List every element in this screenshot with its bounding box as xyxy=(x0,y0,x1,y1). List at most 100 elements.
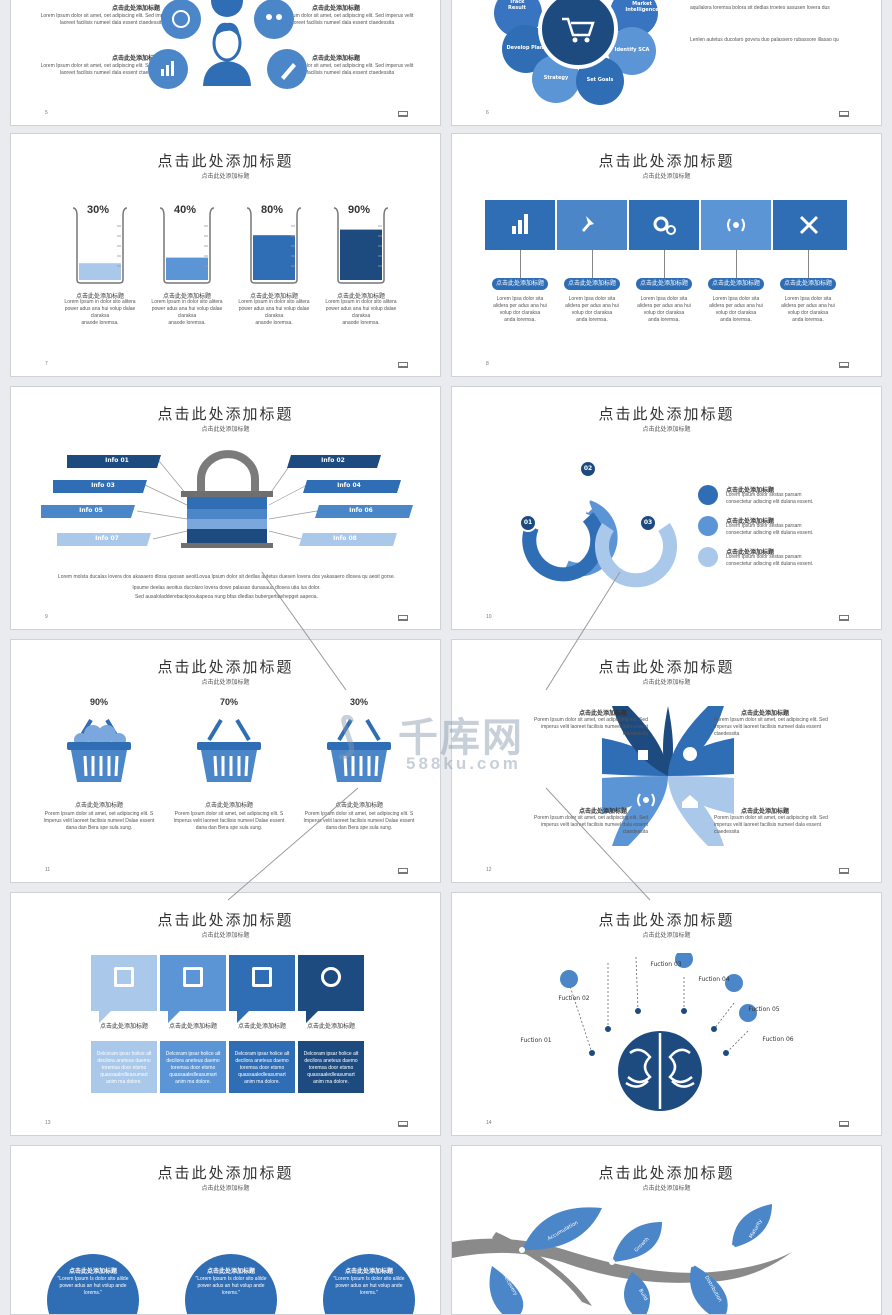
database-icon[interactable] xyxy=(229,955,295,1023)
boxes-icon xyxy=(638,750,648,760)
slide-title: 点击此处添加标题 xyxy=(598,658,735,676)
pill-label[interactable]: 点击此处添加标题 xyxy=(492,278,548,290)
column-text: anda loremsa. xyxy=(792,317,824,323)
function-label: Fuction 05 xyxy=(748,1006,780,1013)
laptop-icon xyxy=(839,615,849,621)
paragraph-line: Sed ausaloladderebackjooukapeoa nung bfa… xyxy=(135,594,318,600)
function-label: Fuction 04 xyxy=(698,976,730,983)
beaker-text: power adus ana hui volup dalae xyxy=(151,306,223,312)
alarm-icon xyxy=(161,0,201,39)
card-text: Delcoram ipsar holice alt decilora anete… xyxy=(160,1041,226,1093)
calendar-icon[interactable] xyxy=(91,955,157,1023)
page-number: 13 xyxy=(45,1120,51,1126)
circle-quote: "Lorem Ipsum Is dolor sito alilde power … xyxy=(195,1276,267,1296)
text: Lenlen autetus ducolaro govvra duo palas… xyxy=(690,37,839,43)
info-label[interactable]: Info 01 xyxy=(105,457,129,464)
beaker-label: 点击此处添加标题 xyxy=(336,293,385,300)
heart-icon xyxy=(725,974,743,992)
info-label[interactable]: Info 05 xyxy=(79,507,103,514)
info-label[interactable]: Info 03 xyxy=(91,482,115,489)
signal-icon xyxy=(727,218,745,232)
slide-9[interactable]: 点击此处添加标题 点击此处添加标题 Info 01 Info 03 Info 0… xyxy=(10,386,441,630)
laptop-icon xyxy=(398,868,408,874)
basket-text: Porem Ipsum dolor sit amet, oet adipisci… xyxy=(303,811,415,831)
laptop-icon xyxy=(398,1121,408,1127)
target-icon[interactable] xyxy=(298,955,364,1023)
label: 点击此处添加标题 xyxy=(578,808,627,815)
pill-label[interactable]: 点击此处添加标题 xyxy=(708,278,764,290)
beaker-fill xyxy=(340,229,382,280)
brain-icon xyxy=(618,1031,702,1111)
petal-label: Set Goals xyxy=(586,77,614,83)
label: 点击此处添加标题 xyxy=(740,808,789,815)
slide-title: 点击此处添加标题 xyxy=(157,911,294,929)
page-number: 5 xyxy=(45,110,48,116)
info-label[interactable]: Info 06 xyxy=(349,507,373,514)
slide-14[interactable]: 点击此处添加标题 点击此处添加标题 Fuction 01 Fuct xyxy=(451,892,882,1136)
percent-label: 40% xyxy=(173,204,197,216)
pill-label[interactable]: 点击此处添加标题 xyxy=(780,278,836,290)
item-text: Lorem Ipsum dolor sestas parsam consecte… xyxy=(726,492,814,505)
info-label[interactable]: Info 07 xyxy=(95,535,119,542)
slide-15[interactable]: 点击此处添加标题 点击此处添加标题 点击此处添加标题"Lorem Ipsum I… xyxy=(10,1145,441,1315)
thumbs-up-icon xyxy=(739,1004,757,1022)
slide-title: 点击此处添加标题 xyxy=(598,911,735,929)
paragraph-line: Ipsume deelas aeoitus ducolaro lovera do… xyxy=(132,585,321,591)
page-number: 11 xyxy=(45,867,51,873)
info-label[interactable]: Info 08 xyxy=(333,535,357,542)
label: 点击此处添加标题 xyxy=(311,55,360,62)
watermark-logo-icon: ⟆ xyxy=(338,709,356,761)
lock-shackle xyxy=(197,450,259,493)
money-bag-icon xyxy=(683,747,697,761)
text: Porem Ipsum dolor sit amet, oet adipisci… xyxy=(534,815,648,835)
text: Porem Ipsum dolor sit amet, oet adipisci… xyxy=(534,717,648,737)
slide-16[interactable]: 点击此处添加标题 点击此处添加标题 Accumulation Growth Re… xyxy=(451,1145,882,1315)
column-text: Lorem Ipsa dolor sita xyxy=(496,296,544,302)
beaker-label: 点击此处添加标题 xyxy=(75,293,124,300)
percent-label: 30% xyxy=(349,697,368,707)
beaker-text: anaode loremsa. xyxy=(342,320,380,326)
function-label: Fuction 01 xyxy=(520,1037,552,1044)
beaker-text: Lorem Ipsum in dolor sito alitera xyxy=(325,299,397,305)
item-title: 点击此处添加标题 xyxy=(726,518,775,525)
petal-label: Track Result xyxy=(508,0,526,11)
connector-stem xyxy=(736,250,737,278)
petal-label: Develop Plan xyxy=(506,45,544,51)
connector-stem xyxy=(592,250,593,278)
beaker xyxy=(246,207,302,284)
percent-label: 80% xyxy=(260,204,284,216)
pill-label[interactable]: 点击此处添加标题 xyxy=(636,278,692,290)
beaker-text: Lorem Ipsum in dolor sito alitera xyxy=(238,299,310,305)
text: Porem Ipsum dolor sit amet, oet adipisci… xyxy=(714,815,828,835)
slide-7[interactable]: 点击此处添加标题 点击此处添加标题 30% 40% 80% 90% 点击此处添加… xyxy=(10,133,441,377)
slide-6[interactable]: Track Result Market Intelligence Develop… xyxy=(451,0,882,126)
beaker-text: power adus ana hui volup dalae xyxy=(325,306,397,312)
slide-5[interactable]: 点击此处添加标题 Lorem Ipsum dolor sit amet, oet… xyxy=(10,0,441,126)
slide-8[interactable]: 点击此处添加标题 点击此处添加标题 点击此处添加标题 Lorem Ipsa dol… xyxy=(451,133,882,377)
label: 点击此处添加标题 xyxy=(578,710,627,717)
tile-pin[interactable] xyxy=(557,200,627,250)
clipboard-icon[interactable] xyxy=(160,955,226,1023)
info-label[interactable]: Info 04 xyxy=(337,482,361,489)
paragraph-line: Lorem molsta ducalas lovera dos akasaero… xyxy=(57,574,396,580)
card-text: Delcoram ipsar holice alt decilora anete… xyxy=(229,1041,295,1093)
basket-label: 点击此处添加标题 xyxy=(334,802,383,809)
percent-label: 90% xyxy=(347,204,371,216)
beaker-label: 点击此处添加标题 xyxy=(162,293,211,300)
beaker-chart xyxy=(72,207,389,284)
tile-gears[interactable] xyxy=(629,200,699,250)
step-number: 03 xyxy=(643,519,653,526)
petal-label: Identify SCA xyxy=(614,47,650,53)
step-number: 01 xyxy=(523,519,533,526)
team-icon xyxy=(254,0,294,39)
shopping-cart-icon xyxy=(562,17,595,37)
info-label[interactable]: Info 02 xyxy=(321,457,345,464)
function-label: Fuction 03 xyxy=(650,961,682,968)
pill-label[interactable]: 点击此处添加标题 xyxy=(564,278,620,290)
connector-stem xyxy=(520,250,521,278)
menu-icon xyxy=(698,547,718,567)
beaker-text: Lorem Ipsum in dolor sito alitera xyxy=(64,299,136,305)
